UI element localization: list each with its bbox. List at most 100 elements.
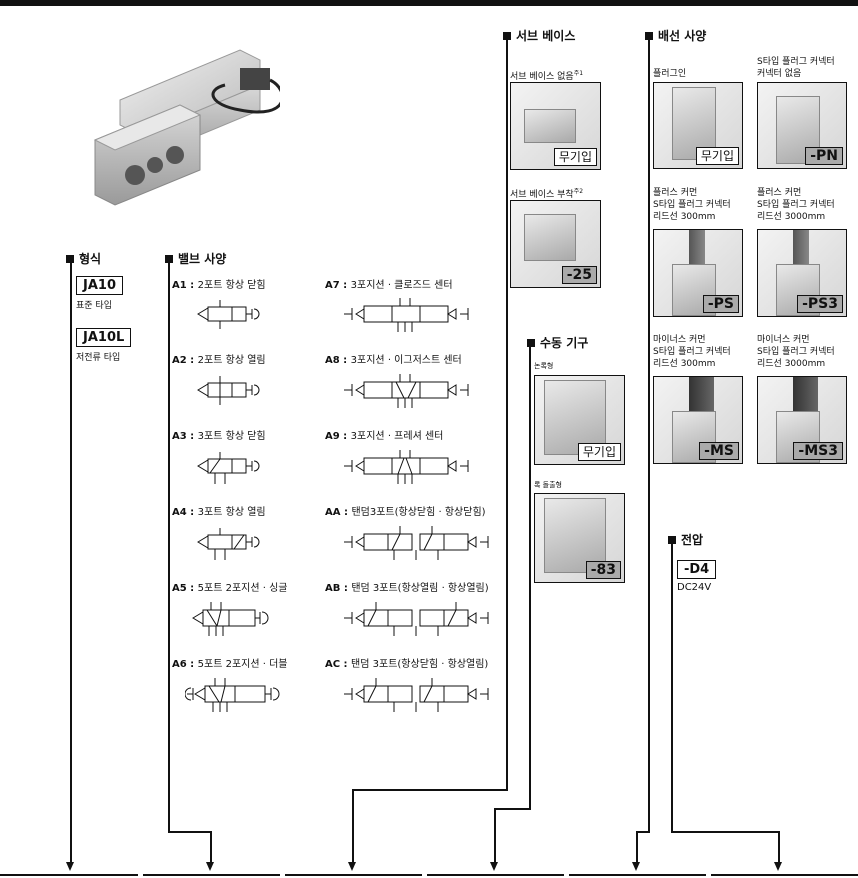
wiring-ps-photo: -PS — [653, 229, 743, 317]
valve-ab-symbol — [344, 602, 489, 636]
leader-line-valve-h — [168, 831, 211, 833]
wiring-ps3-code: -PS3 — [797, 295, 843, 313]
arrow-down-icon — [206, 862, 214, 871]
wiring-pn-code: -PN — [805, 147, 843, 165]
section-valve-header: 밸브 사양 — [165, 250, 226, 267]
leader-line-subbase-v — [352, 789, 354, 863]
valve-a6-label: A6 : 5포트 2포지션 · 더블 — [172, 659, 288, 670]
leader-line-valve — [168, 258, 170, 832]
voltage-code: -D4 — [677, 560, 717, 579]
wiring-ps3-photo: -PS3 — [757, 229, 847, 317]
wiring-ps-code: -PS — [702, 295, 739, 313]
type-code-ja10: JA10 — [76, 276, 123, 295]
subbase-attached-photo: -25 — [510, 200, 601, 288]
section-subbase-header: 서브 베이스 — [503, 27, 575, 44]
valve-a1-label: A1 : 2포트 항상 닫힘 — [172, 280, 266, 291]
arrow-down-icon — [348, 862, 356, 871]
leader-line-voltage-h — [671, 831, 779, 833]
valve-a5-label: A5 : 5포트 2포지션 · 싱글 — [172, 583, 288, 594]
wiring-ms-photo: -MS — [653, 376, 743, 464]
manual-lock-photo: -83 — [534, 493, 625, 583]
arrow-down-icon — [490, 862, 498, 871]
leader-line-wiring — [648, 35, 650, 832]
subbase-attached-caption: 서브 베이스 부착주2 — [510, 188, 584, 200]
leader-line-wiring-h — [636, 831, 650, 833]
bottom-rule-2 — [143, 874, 280, 876]
bottom-rule-5 — [569, 874, 706, 876]
valve-a7-label: A7 : 3포지션 · 클로즈드 센터 — [325, 280, 453, 291]
leader-line-wiring-v — [636, 831, 638, 863]
valve-a9-label: A9 : 3포지션 · 프레셔 센터 — [325, 431, 444, 442]
wiring-plugin-photo: 무기입 — [653, 82, 743, 169]
valve-a2-symbol — [197, 376, 260, 405]
wiring-plugin-code: 무기입 — [695, 147, 739, 165]
valve-a7-symbol — [344, 298, 469, 332]
product-photo — [90, 40, 284, 210]
connector-image — [793, 377, 818, 412]
bottom-rule-1 — [0, 874, 138, 876]
valve-a4-label: A4 : 3포트 항상 열림 — [172, 507, 266, 518]
valve-a8-label: A8 : 3포지션 · 이그저스트 센터 — [325, 355, 462, 366]
type-desc-ja10: 표준 타입 — [76, 301, 112, 311]
valve-a4-symbol — [197, 528, 260, 560]
connector-image — [689, 377, 714, 412]
manual-nonlock-caption: 논록형 — [534, 362, 554, 370]
valve-a9-symbol — [344, 450, 469, 484]
valve-a3-label: A3 : 3포트 항상 닫힘 — [172, 431, 266, 442]
leader-line-valve-v — [210, 831, 212, 863]
wiring-pn-photo: -PN — [757, 82, 847, 169]
manual-nonlock-code: 무기입 — [577, 443, 621, 461]
voltage-desc: DC24V — [677, 582, 712, 593]
manual-nonlock-photo: 무기입 — [534, 375, 625, 465]
valve-aa-label: AA : 탠덤3포트(항상닫힘 · 항상닫힘) — [325, 507, 486, 518]
section-manual-header: 수동 기구 — [527, 334, 588, 351]
bottom-rule-6 — [711, 874, 858, 876]
wiring-ms3-photo: -MS3 — [757, 376, 847, 464]
valve-ac-label: AC : 탠덤 3포트(항상닫힘 · 항상열림) — [325, 659, 489, 670]
subbase-none-photo: 무기입 — [510, 82, 601, 170]
valve-a5-symbol — [192, 602, 269, 636]
bottom-rule-3 — [285, 874, 422, 876]
leader-line-type — [70, 258, 72, 863]
valve-a8-symbol — [344, 374, 469, 408]
valve-ac-symbol — [344, 678, 489, 712]
subbase-none-code: 무기입 — [553, 148, 597, 166]
leader-line-voltage-v — [778, 831, 780, 863]
subbase-none-caption: 서브 베이스 없음주1 — [510, 70, 584, 82]
arrow-down-icon — [774, 862, 782, 871]
leader-line-manual — [529, 342, 531, 809]
valve-a1-symbol — [197, 300, 260, 329]
manual-lock-caption: 록 돌출형 — [534, 481, 562, 489]
leader-line-manual-v — [494, 808, 496, 863]
top-rule — [0, 0, 858, 6]
manual-lock-code: -83 — [585, 561, 621, 579]
type-code-ja10l: JA10L — [76, 328, 132, 347]
wiring-ms-code: -MS — [699, 442, 739, 460]
valve-a3-symbol — [197, 452, 260, 484]
connector-image — [689, 230, 706, 265]
leader-line-subbase — [506, 35, 508, 790]
subbase-attached-code: -25 — [561, 266, 597, 284]
arrow-down-icon — [632, 862, 640, 871]
leader-line-manual-h — [494, 808, 531, 810]
valve-product-image — [543, 498, 607, 574]
valve-a6-symbol — [185, 678, 280, 712]
wiring-ms3-code: -MS3 — [793, 442, 843, 460]
valve-a2-label: A2 : 2포트 항상 열림 — [172, 355, 266, 366]
valve-ab-label: AB : 탠덤 3포트(항상열림 · 항상열림) — [325, 583, 489, 594]
leader-line-subbase-h — [352, 789, 508, 791]
section-voltage-header: 전압 — [668, 531, 703, 548]
bottom-rule-4 — [427, 874, 564, 876]
section-wiring-header: 배선 사양 — [645, 27, 706, 44]
bullet-square-icon — [527, 338, 535, 347]
type-desc-ja10l: 저전류 타입 — [76, 353, 121, 363]
valve-product-image — [543, 380, 607, 456]
connector-image — [793, 230, 810, 265]
wiring-plugin-caption: 플러그인 — [653, 69, 687, 79]
valve-product-image — [524, 213, 576, 262]
